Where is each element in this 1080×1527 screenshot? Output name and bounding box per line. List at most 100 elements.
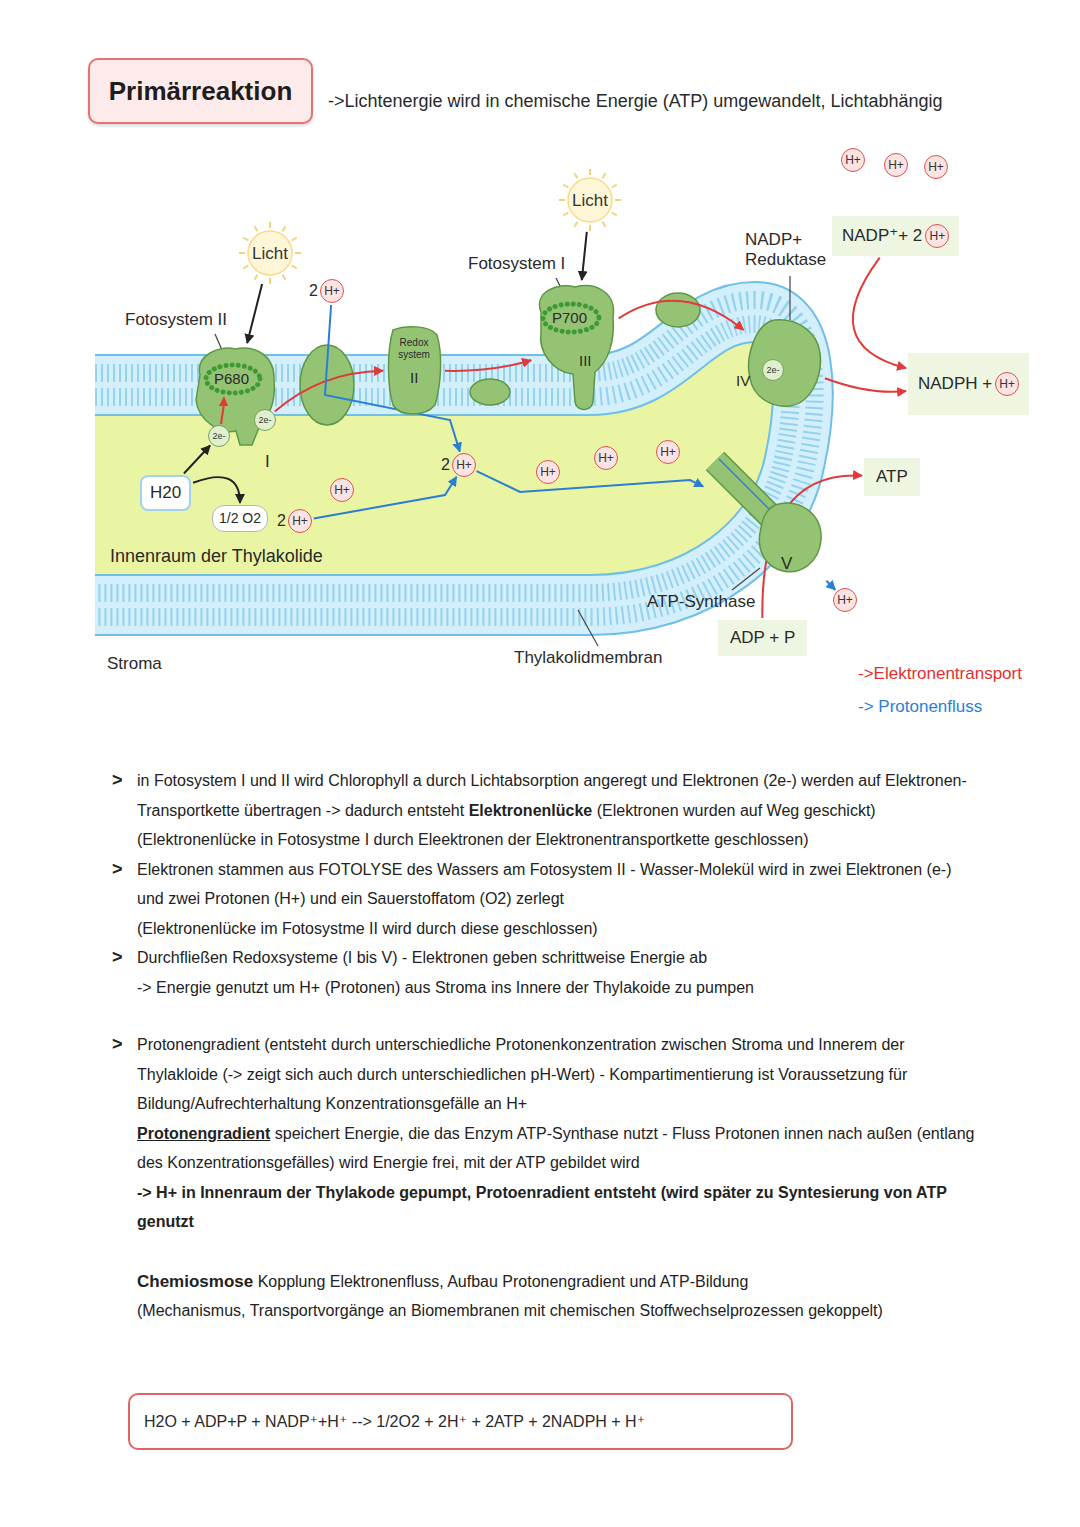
proton-circle: H+ (925, 224, 949, 248)
proton-circle: H+ (536, 460, 560, 484)
box-label: NADPH + (918, 374, 992, 394)
sun-symbol (563, 185, 568, 188)
protein-label: II (410, 369, 418, 387)
proton-circle: H+ (995, 372, 1019, 396)
electron-arrow (445, 360, 531, 371)
note-line: -> Energie genutzt um H+ (Protonen) aus … (137, 973, 978, 1003)
nadph-box: NADPH +H+ (908, 353, 1029, 415)
proton-circle: H+ (833, 588, 857, 612)
bullet-item: Chemiosmose Kopplung Elektronenfluss, Auf… (112, 1267, 978, 1326)
note-text: Protonengradient (137, 1125, 270, 1142)
legend-entry: -> Protonenfluss (858, 697, 982, 717)
note-text: Chemiosmose (137, 1272, 253, 1291)
equation-text: H2O + ADP+P + NADP⁺+H⁺ --> 1/2O2 + 2H⁺ +… (144, 1412, 645, 1431)
note-text: -> H+ in Innenraum der Thylakode gepumpt… (137, 1184, 947, 1231)
sun-symbol (589, 169, 591, 175)
photosystem-protein: Fotosystem IP700III (533, 282, 617, 412)
flow-arrow (582, 232, 587, 280)
water-box: H20 (140, 475, 191, 511)
note-text: (Mechanismus, Transportvorgänge an Biome… (137, 1302, 883, 1319)
title-box: Primärreaktion (88, 58, 313, 124)
note-line: Durchfließen Redoxsysteme (I bis V) - El… (137, 943, 978, 973)
legend-text: ->Elektronentransport (858, 664, 1022, 683)
circle-label: H+ (660, 446, 676, 458)
leader-line (215, 276, 790, 646)
circle-label: H+ (598, 452, 614, 464)
adp-box: ADP + P (718, 620, 807, 656)
proton-arrow (826, 581, 835, 590)
thylakoid-membrane (95, 312, 803, 605)
electron-arrow (619, 301, 744, 330)
bullet-marker: > (112, 943, 123, 973)
bullet-item: > Durchfließen Redoxsysteme (I bis V) - E… (112, 943, 978, 1002)
thylakoid-membrane (95, 312, 803, 605)
circle-label: H+ (334, 484, 350, 496)
protein-shape (705, 455, 825, 580)
bullet-marker: > (112, 1030, 123, 1060)
thylakoid-membrane (95, 312, 803, 605)
circle-label: H+ (929, 230, 945, 242)
light-label: Licht (572, 192, 608, 209)
protein-name: ATP-Synthase (647, 592, 755, 612)
proton-circle: H+ (884, 153, 908, 177)
note-text: Elektronenlücke (469, 802, 593, 819)
note-text: Protonengradient (entsteht durch untersc… (137, 1036, 907, 1112)
circle-label: H+ (324, 285, 340, 297)
nadp-box: NADP⁺+ 2 H+ (832, 216, 959, 256)
thylakoid-membrane (95, 312, 803, 605)
proton-circle: 2H+ (288, 509, 312, 533)
box-label: H20 (150, 483, 181, 503)
diagram-label: Thylakolidmembran (514, 648, 662, 668)
circle-label: H+ (292, 515, 308, 527)
circle-label: H+ (540, 466, 556, 478)
thylakoid-lumen (95, 312, 803, 605)
legend-entry: ->Elektronentransport (858, 664, 1022, 684)
sun-symbol (269, 222, 271, 228)
note-line: in Fotosystem I und II wird Chlorophyll … (137, 766, 978, 825)
protein-shape (543, 304, 599, 332)
sun-symbol (589, 225, 591, 231)
atp-box: ATP (864, 458, 920, 496)
membrane-protein (656, 293, 700, 327)
circle-label: H+ (845, 154, 861, 166)
note-text: Kopplung Elektronenfluss, Aufbau Protone… (258, 1273, 749, 1290)
electron-circle: 2e- (208, 425, 230, 447)
note-line: Protonengradient (entsteht durch untersc… (137, 1030, 978, 1119)
sun-symbol (255, 226, 258, 231)
protein-label: III (579, 352, 592, 370)
protein-label: I (265, 452, 270, 472)
sun-symbol (283, 275, 286, 280)
sun-symbol (568, 178, 612, 222)
flow-arrow (193, 477, 240, 503)
electron-arrow (853, 258, 906, 369)
circle-label: H+ (837, 594, 853, 606)
notes-section: > in Fotosystem I und II wird Chlorophyll… (112, 766, 978, 1326)
sun-symbol (283, 226, 286, 231)
box-label: ADP + P (730, 628, 795, 648)
sun-symbol (248, 231, 292, 275)
light-label: Licht (252, 245, 288, 262)
note-line: -> H+ in Innenraum der Thylakode gepumpt… (137, 1178, 978, 1237)
diagram-label: Innenraum der Thylakolide (110, 546, 323, 567)
sun-symbol (559, 199, 565, 201)
protein-name: Redox system (392, 337, 436, 360)
sun-symbol (295, 252, 301, 254)
circle-label: H+ (456, 459, 472, 471)
sun-symbol (603, 173, 606, 178)
box-label: NADP⁺+ 2 (842, 226, 922, 246)
sun-symbol (243, 266, 248, 269)
sun-symbol (239, 252, 245, 254)
sun-symbol (575, 173, 578, 178)
diagram-label: ->Lichtenergie wird in chemische Energie… (328, 91, 943, 112)
protein-name: Fotosystem II (125, 310, 227, 330)
sun-symbol (255, 275, 258, 280)
note-line: (Elektronenlücke im Fotosystme II wird d… (137, 914, 978, 944)
circle-label: H+ (928, 161, 944, 173)
circle-label: 2e- (258, 416, 271, 425)
protein-shape (539, 286, 613, 410)
proton-circle: H+ (924, 155, 948, 179)
thylakoid-lumen (95, 312, 803, 605)
bullet-item: >Elektronen stammen aus FOTOLYSE des Was… (112, 855, 978, 944)
proton-arrow (477, 471, 704, 492)
note-text: (Elektronenlücke in Fotosystme I durch E… (137, 831, 808, 848)
